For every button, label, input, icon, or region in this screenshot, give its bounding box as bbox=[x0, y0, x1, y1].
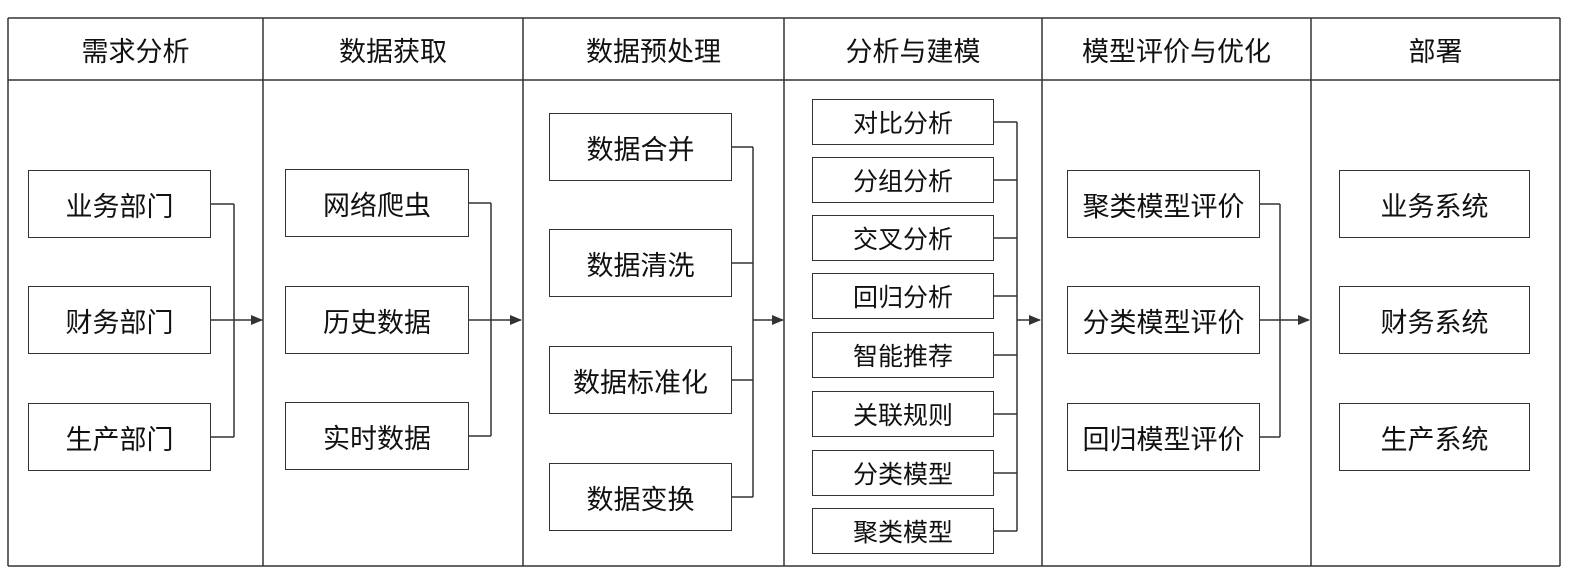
stage-title: 数据获取 bbox=[339, 36, 447, 68]
stage-item-box: 智能推荐 bbox=[812, 332, 994, 378]
stage-item-box: 回归分析 bbox=[812, 273, 994, 319]
stage-item-box: 交叉分析 bbox=[812, 215, 994, 261]
stage-item-box: 聚类模型评价 bbox=[1067, 170, 1260, 238]
stage-item-box: 数据清洗 bbox=[549, 229, 732, 297]
stage-title: 模型评价与优化 bbox=[1082, 36, 1271, 68]
stage-title: 数据预处理 bbox=[586, 36, 721, 68]
stage-item-box: 生产系统 bbox=[1339, 403, 1530, 471]
stage-title: 需求分析 bbox=[81, 36, 190, 68]
stage-item-box: 分类模型评价 bbox=[1067, 286, 1260, 354]
stage-item-box: 回归模型评价 bbox=[1067, 403, 1260, 471]
stage-item-box: 生产部门 bbox=[28, 403, 211, 471]
stage-title: 部署 bbox=[1408, 36, 1463, 68]
stage-item-box: 数据标准化 bbox=[549, 346, 732, 414]
stage-item-box: 网络爬虫 bbox=[285, 169, 469, 237]
stage-item-box: 历史数据 bbox=[285, 286, 469, 354]
stage-item-box: 实时数据 bbox=[285, 402, 469, 470]
stage-item-box: 财务部门 bbox=[28, 286, 211, 354]
stage-title: 分析与建模 bbox=[845, 36, 981, 68]
stage-item-box: 业务部门 bbox=[28, 170, 211, 238]
stage-item-box: 财务系统 bbox=[1339, 286, 1530, 354]
stage-item-box: 数据变换 bbox=[549, 463, 732, 531]
stage-item-box: 业务系统 bbox=[1339, 170, 1530, 238]
stage-item-box: 分类模型 bbox=[812, 450, 994, 496]
stage-item-box: 数据合并 bbox=[549, 113, 732, 181]
stage-item-box: 关联规则 bbox=[812, 391, 994, 437]
stage-item-box: 对比分析 bbox=[812, 99, 994, 145]
stage-item-box: 分组分析 bbox=[812, 157, 994, 203]
stage-item-box: 聚类模型 bbox=[812, 508, 994, 554]
